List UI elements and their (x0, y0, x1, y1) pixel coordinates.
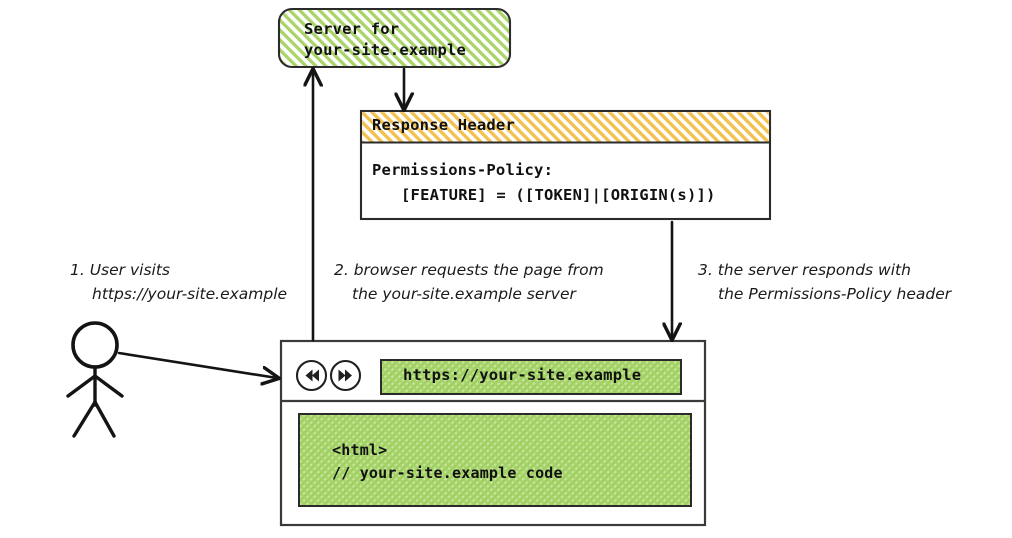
url-bar-text[interactable]: https://your-site.example (403, 366, 642, 384)
arrow-user-to-browser (117, 351, 277, 378)
response-header-line2: [FEATURE] = ([TOKEN]|[ORIGIN(s)]) (401, 186, 716, 204)
fast-forward-icon[interactable] (329, 359, 362, 392)
annotation-step-2-line2: the your-site.example server (352, 285, 576, 303)
server-label-line1: Server for (304, 20, 400, 38)
response-header-title: Response Header (372, 116, 515, 134)
annotation-step-1-line1: 1. User visits (70, 261, 170, 279)
annotation-step-3: 3. the server responds with the Permissio… (698, 258, 951, 306)
response-header-line1: Permissions-Policy: (372, 161, 554, 179)
server-label: Server for your-site.example (304, 19, 466, 61)
annotation-step-1: 1. User visits https://your-site.example (70, 258, 287, 306)
server-label-line2: your-site.example (304, 41, 467, 59)
browser-nav-buttons[interactable] (295, 359, 362, 392)
annotation-step-3-line1: 3. the server responds with (698, 261, 911, 279)
page-code-line2: // your-site.example code (332, 464, 563, 482)
annotation-step-2: 2. browser requests the page from the you… (334, 258, 604, 306)
stick-figure-user (66, 321, 124, 438)
rewind-icon[interactable] (295, 359, 328, 392)
annotation-step-1-line2: https://your-site.example (92, 285, 288, 303)
annotation-step-2-line1: 2. browser requests the page from (334, 261, 604, 279)
annotation-step-3-line2: the Permissions-Policy header (718, 285, 952, 303)
page-code-line1: <html> (332, 441, 388, 459)
